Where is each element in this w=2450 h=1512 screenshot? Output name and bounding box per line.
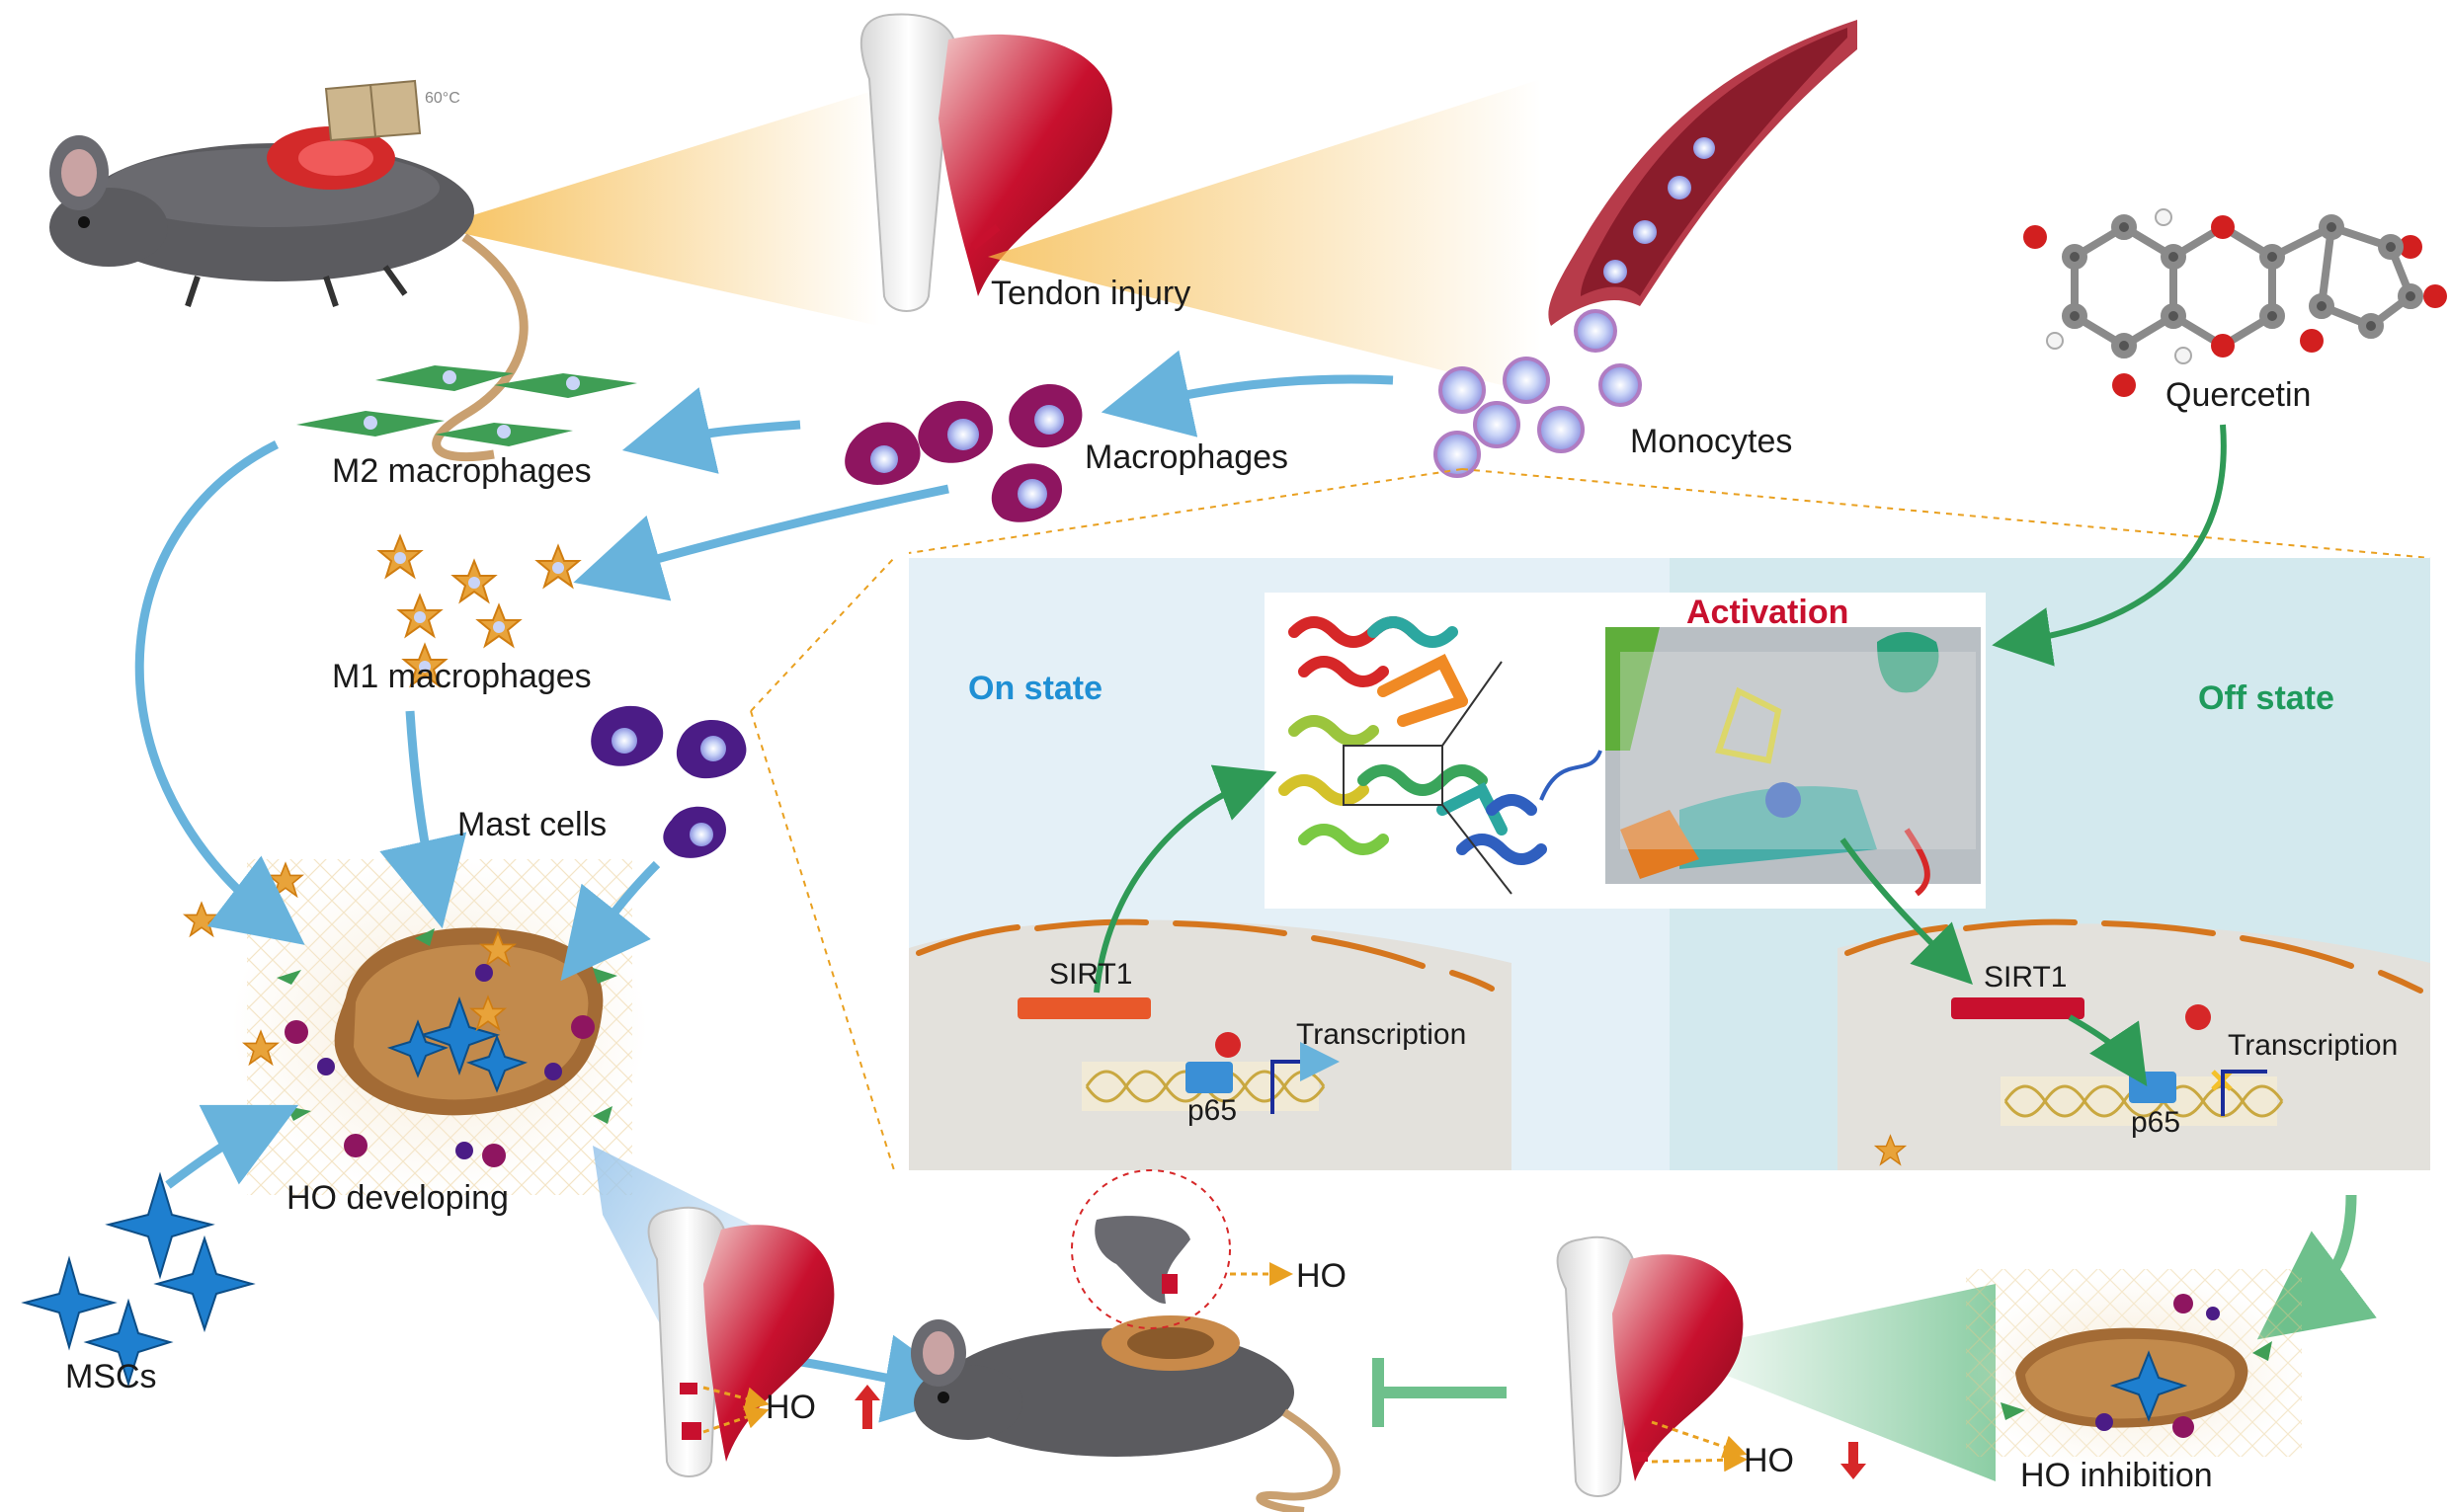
acetyl-group-on [1215, 1032, 1241, 1058]
tendon-bone-ho-up [647, 1206, 835, 1477]
mouse-bottom-icon [911, 1315, 1341, 1512]
tendon-bone-top [859, 13, 1112, 312]
mscs-cluster [21, 1171, 256, 1388]
p65-on-label: p65 [1187, 1094, 1238, 1127]
p65-block-on [1185, 1062, 1233, 1093]
heat-pad-temp-label: 60°C [425, 90, 460, 107]
p65-block-off [2129, 1072, 2176, 1103]
off-state-label: Off state [2198, 679, 2334, 717]
ho-developing-label: HO developing [286, 1179, 509, 1217]
green-arrow-down [2256, 1194, 2377, 1340]
transcription-start-on [1270, 1042, 1340, 1114]
heat-pad-icon [324, 79, 422, 142]
transcription-on-label: Transcription [1296, 1018, 1467, 1051]
m2-macrophages-label: M2 macrophages [332, 452, 592, 490]
quercetin-molecule-icon [2023, 208, 2447, 397]
inhibition-bar-icon [1372, 1358, 1507, 1427]
macrophages-cluster [845, 383, 1083, 522]
green-arrows [1094, 424, 2227, 1086]
sirt1-bar-on [1018, 997, 1151, 1019]
zoom-guide-lines [750, 468, 2431, 1171]
docking-view-image [1605, 627, 1981, 897]
mast-cells-label: Mast cells [457, 806, 608, 843]
up-arrow-icon [855, 1385, 880, 1429]
p65-off-label: p65 [2131, 1106, 2181, 1139]
down-arrow-icon [1840, 1442, 1866, 1479]
ho-inhibition-cluster [1875, 1135, 2302, 1472]
ho-inset-circle [1071, 1169, 1293, 1329]
sirt1-off-label: SIRT1 [1984, 961, 2068, 994]
mast-cells-cluster [591, 705, 747, 858]
monocytes-label: Monocytes [1630, 423, 1793, 460]
acetyl-group-off [2185, 1004, 2211, 1030]
activation-label: Activation [1686, 594, 1849, 631]
mouse-icon [49, 126, 529, 462]
macrophages-label: Macrophages [1085, 438, 1289, 476]
sirt1-bar-off [1951, 997, 2084, 1019]
ho-pointers [702, 1386, 1748, 1472]
quercetin-label: Quercetin [2165, 376, 2312, 414]
monocytes-cluster [1433, 309, 1642, 478]
tendon-injury-label: Tendon injury [991, 275, 1191, 312]
tendon-bone-ho-down [1556, 1235, 1744, 1497]
heat-beam-2 [988, 79, 1541, 395]
ho-inhibition-label: HO inhibition [2020, 1457, 2213, 1494]
transcription-off-label: Transcription [2228, 1029, 2399, 1062]
sirt1-on-label: SIRT1 [1049, 958, 1133, 991]
green-beam [1670, 1284, 1996, 1481]
m2-macrophages-cluster [296, 365, 637, 446]
ho-inset-label: HO [1296, 1257, 1347, 1295]
ho-up-label: HO [766, 1389, 816, 1426]
transcription-start-off [2221, 1070, 2267, 1116]
ho-down-label: HO [1744, 1442, 1794, 1479]
m1-macrophages-label: M1 macrophages [332, 658, 592, 695]
heat-beam-1 [435, 89, 879, 326]
on-state-label: On state [968, 670, 1103, 707]
m1-nuclei [394, 552, 564, 673]
nucleus-on [909, 918, 1511, 1170]
mscs-label: MSCs [65, 1358, 157, 1395]
blood-vessel-icon [1548, 20, 1857, 326]
